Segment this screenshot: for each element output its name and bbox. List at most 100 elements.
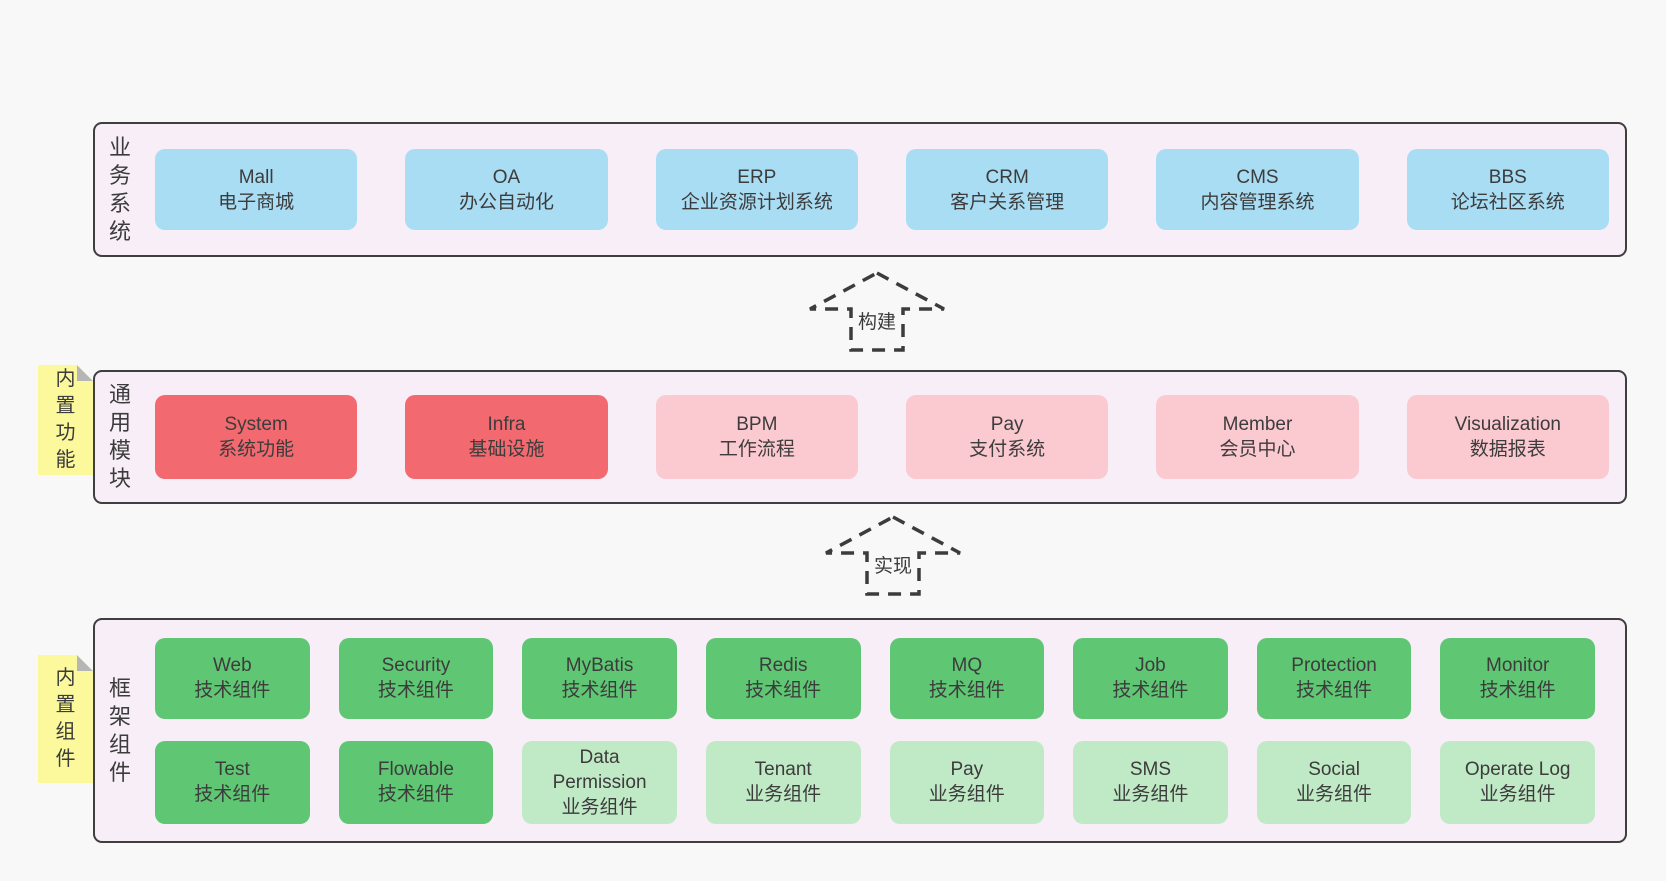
component-box-social: Social 业务组件: [1256, 740, 1412, 824]
box-name: Job: [1135, 655, 1166, 676]
sticky-note-text: 内置组件: [55, 667, 76, 770]
box-name: Visualization: [1454, 414, 1561, 435]
layer-business-systems: 业务系统 Mall 电子商城 OA 办公自动化 ERP 企业资源计划系统 CRM…: [93, 122, 1627, 257]
box-name: CRM: [985, 166, 1029, 188]
box-subtitle: 企业资源计划系统: [680, 191, 833, 213]
component-box-flowable: Flowable 技术组件: [338, 740, 494, 824]
box-name: Redis: [758, 655, 808, 676]
folded-corner-icon: [77, 655, 93, 671]
box-subtitle: 内容管理系统: [1200, 191, 1315, 213]
component-box-data-permission: Data Permission 业务组件: [522, 740, 677, 824]
box-subtitle: 业务组件: [561, 796, 638, 818]
module-box-mall: Mall 电子商城: [155, 149, 358, 230]
box-name: Data Permission: [552, 746, 647, 793]
business-systems-row: Mall 电子商城 OA 办公自动化 ERP 企业资源计划系统 CRM 客户关系…: [145, 124, 1625, 255]
box-name: SMS: [1129, 759, 1172, 780]
component-box-sms: SMS 业务组件: [1073, 740, 1228, 824]
box-name: BPM: [736, 414, 778, 435]
box-subtitle: 支付系统: [969, 439, 1046, 460]
component-box-security: Security 技术组件: [338, 637, 494, 719]
box-subtitle: 技术组件: [194, 680, 271, 701]
module-box-bbs: BBS 论坛社区系统: [1406, 149, 1609, 230]
layer-label-text: 业务系统: [109, 134, 132, 244]
box-name: CMS: [1236, 166, 1279, 188]
module-box-member: Member 会员中心: [1156, 395, 1359, 479]
box-subtitle: 办公自动化: [458, 191, 554, 213]
layer-label-framework-components: 框架组件: [95, 620, 145, 841]
layer-label-text: 框架组件: [109, 675, 132, 785]
framework-components-grid: Web 技术组件 Security 技术组件 MyBatis 技术组件 Redi…: [145, 620, 1625, 841]
box-subtitle: 技术组件: [1112, 680, 1189, 701]
module-box-bpm: BPM 工作流程: [655, 395, 858, 479]
sticky-note-text: 内置功能: [55, 368, 76, 471]
layer-label-text: 通用模块: [109, 382, 132, 491]
module-box-erp: ERP 企业资源计划系统: [655, 149, 858, 230]
box-name: Security: [381, 655, 451, 676]
box-subtitle: 论坛社区系统: [1450, 191, 1565, 213]
box-name: BBS: [1488, 166, 1527, 188]
component-box-mq: MQ 技术组件: [889, 637, 1045, 719]
arrow-implement: 实现: [808, 512, 978, 598]
box-name: OA: [492, 166, 521, 188]
box-subtitle: 业务组件: [1296, 784, 1373, 805]
box-name: Test: [214, 759, 250, 780]
sticky-note-builtin-components: 内置组件: [38, 655, 93, 783]
box-subtitle: 业务组件: [928, 784, 1005, 805]
box-subtitle: 技术组件: [928, 680, 1005, 701]
box-subtitle: 业务组件: [1112, 784, 1189, 805]
component-box-pay: Pay 业务组件: [889, 740, 1045, 824]
module-box-infra: Infra 基础设施: [405, 395, 608, 479]
box-subtitle: 技术组件: [377, 680, 454, 701]
box-name: Pay: [990, 414, 1024, 435]
sticky-note-builtin-features: 内置功能: [38, 365, 93, 475]
arrow-build: 构建: [792, 268, 962, 354]
box-subtitle: 业务组件: [1479, 784, 1556, 805]
component-box-web: Web 技术组件: [155, 637, 310, 719]
layer-framework-components: 框架组件 Web 技术组件 Security 技术组件 MyBatis 技术组件…: [93, 618, 1627, 843]
box-subtitle: 数据报表: [1469, 439, 1546, 460]
box-subtitle: 技术组件: [377, 784, 454, 805]
box-name: Social: [1308, 759, 1360, 780]
arrow-label: 构建: [853, 306, 901, 335]
module-box-visualization: Visualization 数据报表: [1406, 395, 1609, 479]
box-name: Protection: [1291, 655, 1377, 676]
component-box-mybatis: MyBatis 技术组件: [522, 637, 677, 719]
box-subtitle: 技术组件: [1296, 680, 1373, 701]
layer-label-common-modules: 通用模块: [95, 372, 145, 502]
box-name: Flowable: [377, 759, 454, 780]
module-box-crm: CRM 客户关系管理: [905, 149, 1109, 230]
box-name: Monitor: [1486, 655, 1550, 676]
box-name: MQ: [951, 655, 983, 676]
box-name: System: [224, 414, 288, 435]
box-name: Tenant: [754, 759, 812, 780]
box-subtitle: 基础设施: [468, 439, 545, 460]
box-subtitle: 技术组件: [194, 784, 271, 805]
box-subtitle: 工作流程: [718, 439, 795, 460]
arrow-label: 实现: [869, 550, 917, 579]
folded-corner-icon: [77, 365, 93, 381]
component-box-protection: Protection 技术组件: [1256, 637, 1412, 719]
box-subtitle: 客户关系管理: [950, 191, 1065, 213]
component-box-operate-log: Operate Log 业务组件: [1440, 740, 1595, 824]
component-box-tenant: Tenant 业务组件: [705, 740, 861, 824]
module-box-cms: CMS 内容管理系统: [1156, 149, 1359, 230]
box-name: Member: [1222, 414, 1293, 435]
dashed-up-arrow-icon: [809, 271, 945, 352]
component-box-job: Job 技术组件: [1073, 637, 1228, 719]
box-name: Mall: [238, 166, 274, 188]
box-name: Infra: [487, 414, 526, 435]
box-name: Web: [212, 655, 252, 676]
box-subtitle: 技术组件: [1479, 680, 1556, 701]
box-subtitle: 系统功能: [218, 439, 295, 460]
component-box-redis: Redis 技术组件: [705, 637, 861, 719]
box-subtitle: 电子商城: [218, 191, 295, 213]
box-name: ERP: [737, 166, 777, 188]
box-name: MyBatis: [565, 655, 634, 676]
layer-label-business-systems: 业务系统: [95, 124, 145, 255]
component-box-monitor: Monitor 技术组件: [1440, 637, 1595, 719]
box-name: Operate Log: [1464, 759, 1571, 780]
box-name: Pay: [950, 759, 984, 780]
dashed-up-arrow-icon: [825, 515, 961, 596]
component-box-test: Test 技术组件: [155, 740, 310, 824]
